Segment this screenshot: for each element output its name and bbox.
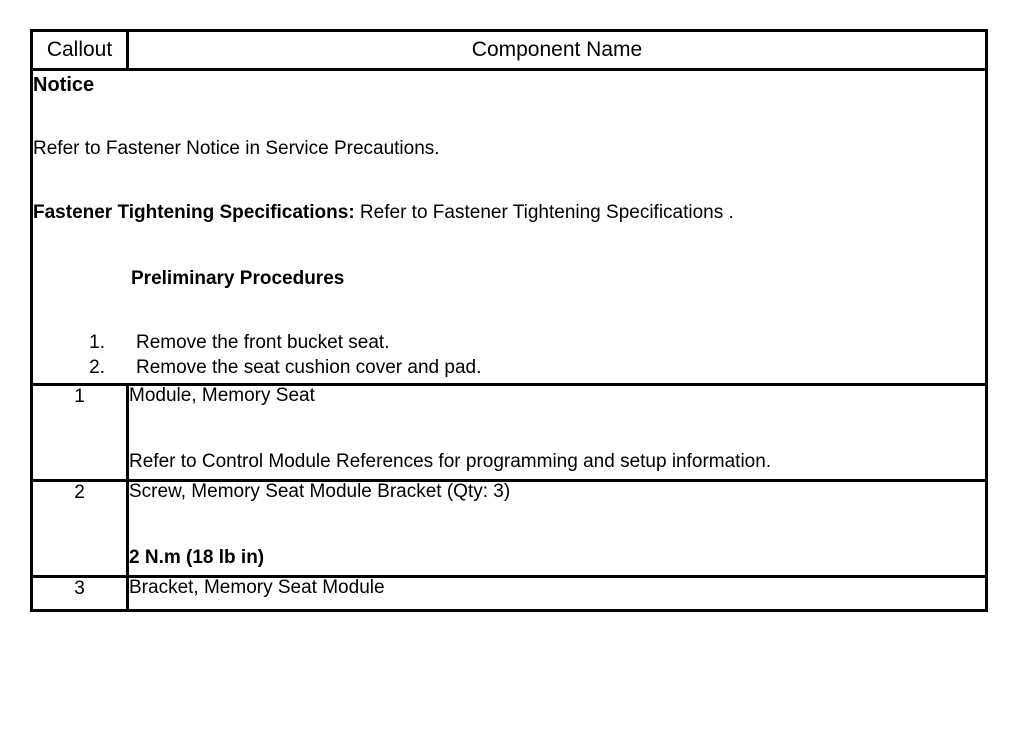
table-row: 1 Module, Memory Seat Refer to Control M… bbox=[30, 382, 988, 482]
notice-row: Notice Refer to Fastener Notice in Servi… bbox=[30, 68, 988, 386]
notice-body-text: Refer to Fastener Notice in Service Prec… bbox=[33, 138, 440, 159]
component-note-text: Refer to Control Module References for p… bbox=[129, 451, 772, 473]
table-row: 3 Bracket, Memory Seat Module bbox=[30, 574, 988, 612]
component-name-text: Screw, Memory Seat Module Bracket (Qty: … bbox=[129, 480, 511, 502]
list-item: 1. Remove the front bucket seat. bbox=[33, 332, 985, 353]
component-description-cell: Bracket, Memory Seat Module bbox=[126, 574, 988, 612]
list-item-text: Remove the seat cushion cover and pad. bbox=[136, 357, 482, 379]
component-name-text: Module, Memory Seat bbox=[129, 384, 315, 406]
header-component-name: Component Name bbox=[126, 29, 988, 71]
fastener-spec-line: Fastener Tightening Specifications: Refe… bbox=[33, 203, 985, 222]
fastener-spec-separator: : bbox=[348, 202, 355, 223]
preliminary-procedures-list: 1. Remove the front bucket seat. 2. Remove… bbox=[33, 332, 985, 379]
header-callout: Callout bbox=[30, 29, 129, 71]
callout-number: 2 bbox=[30, 478, 129, 578]
list-item-text: Remove the front bucket seat. bbox=[136, 332, 390, 353]
fastener-spec-label: Fastener Tightening Specifications bbox=[33, 202, 349, 223]
notice-cell: Notice Refer to Fastener Notice in Servi… bbox=[30, 68, 988, 386]
component-description-cell: Module, Memory Seat Refer to Control Mod… bbox=[126, 382, 988, 482]
component-description-cell: Screw, Memory Seat Module Bracket (Qty: … bbox=[126, 478, 988, 578]
component-callout-table: Callout Component Name Notice Refer to F… bbox=[30, 29, 988, 612]
component-name-text: Bracket, Memory Seat Module bbox=[129, 576, 385, 598]
component-torque-spec: 2 N.m (18 lb in) bbox=[129, 547, 265, 569]
table-header-row: Callout Component Name bbox=[30, 29, 988, 71]
table-row: 2 Screw, Memory Seat Module Bracket (Qty… bbox=[30, 478, 988, 578]
notice-title: Notice bbox=[33, 74, 95, 96]
fastener-spec-text: Refer to Fastener Tightening Specificati… bbox=[354, 202, 734, 223]
preliminary-procedures-title: Preliminary Procedures bbox=[131, 268, 345, 289]
callout-number: 3 bbox=[30, 574, 129, 612]
list-item-number: 1. bbox=[89, 332, 105, 353]
list-item: 2. Remove the seat cushion cover and pad. bbox=[33, 357, 985, 378]
callout-number: 1 bbox=[30, 382, 129, 482]
list-item-number: 2. bbox=[89, 357, 105, 379]
